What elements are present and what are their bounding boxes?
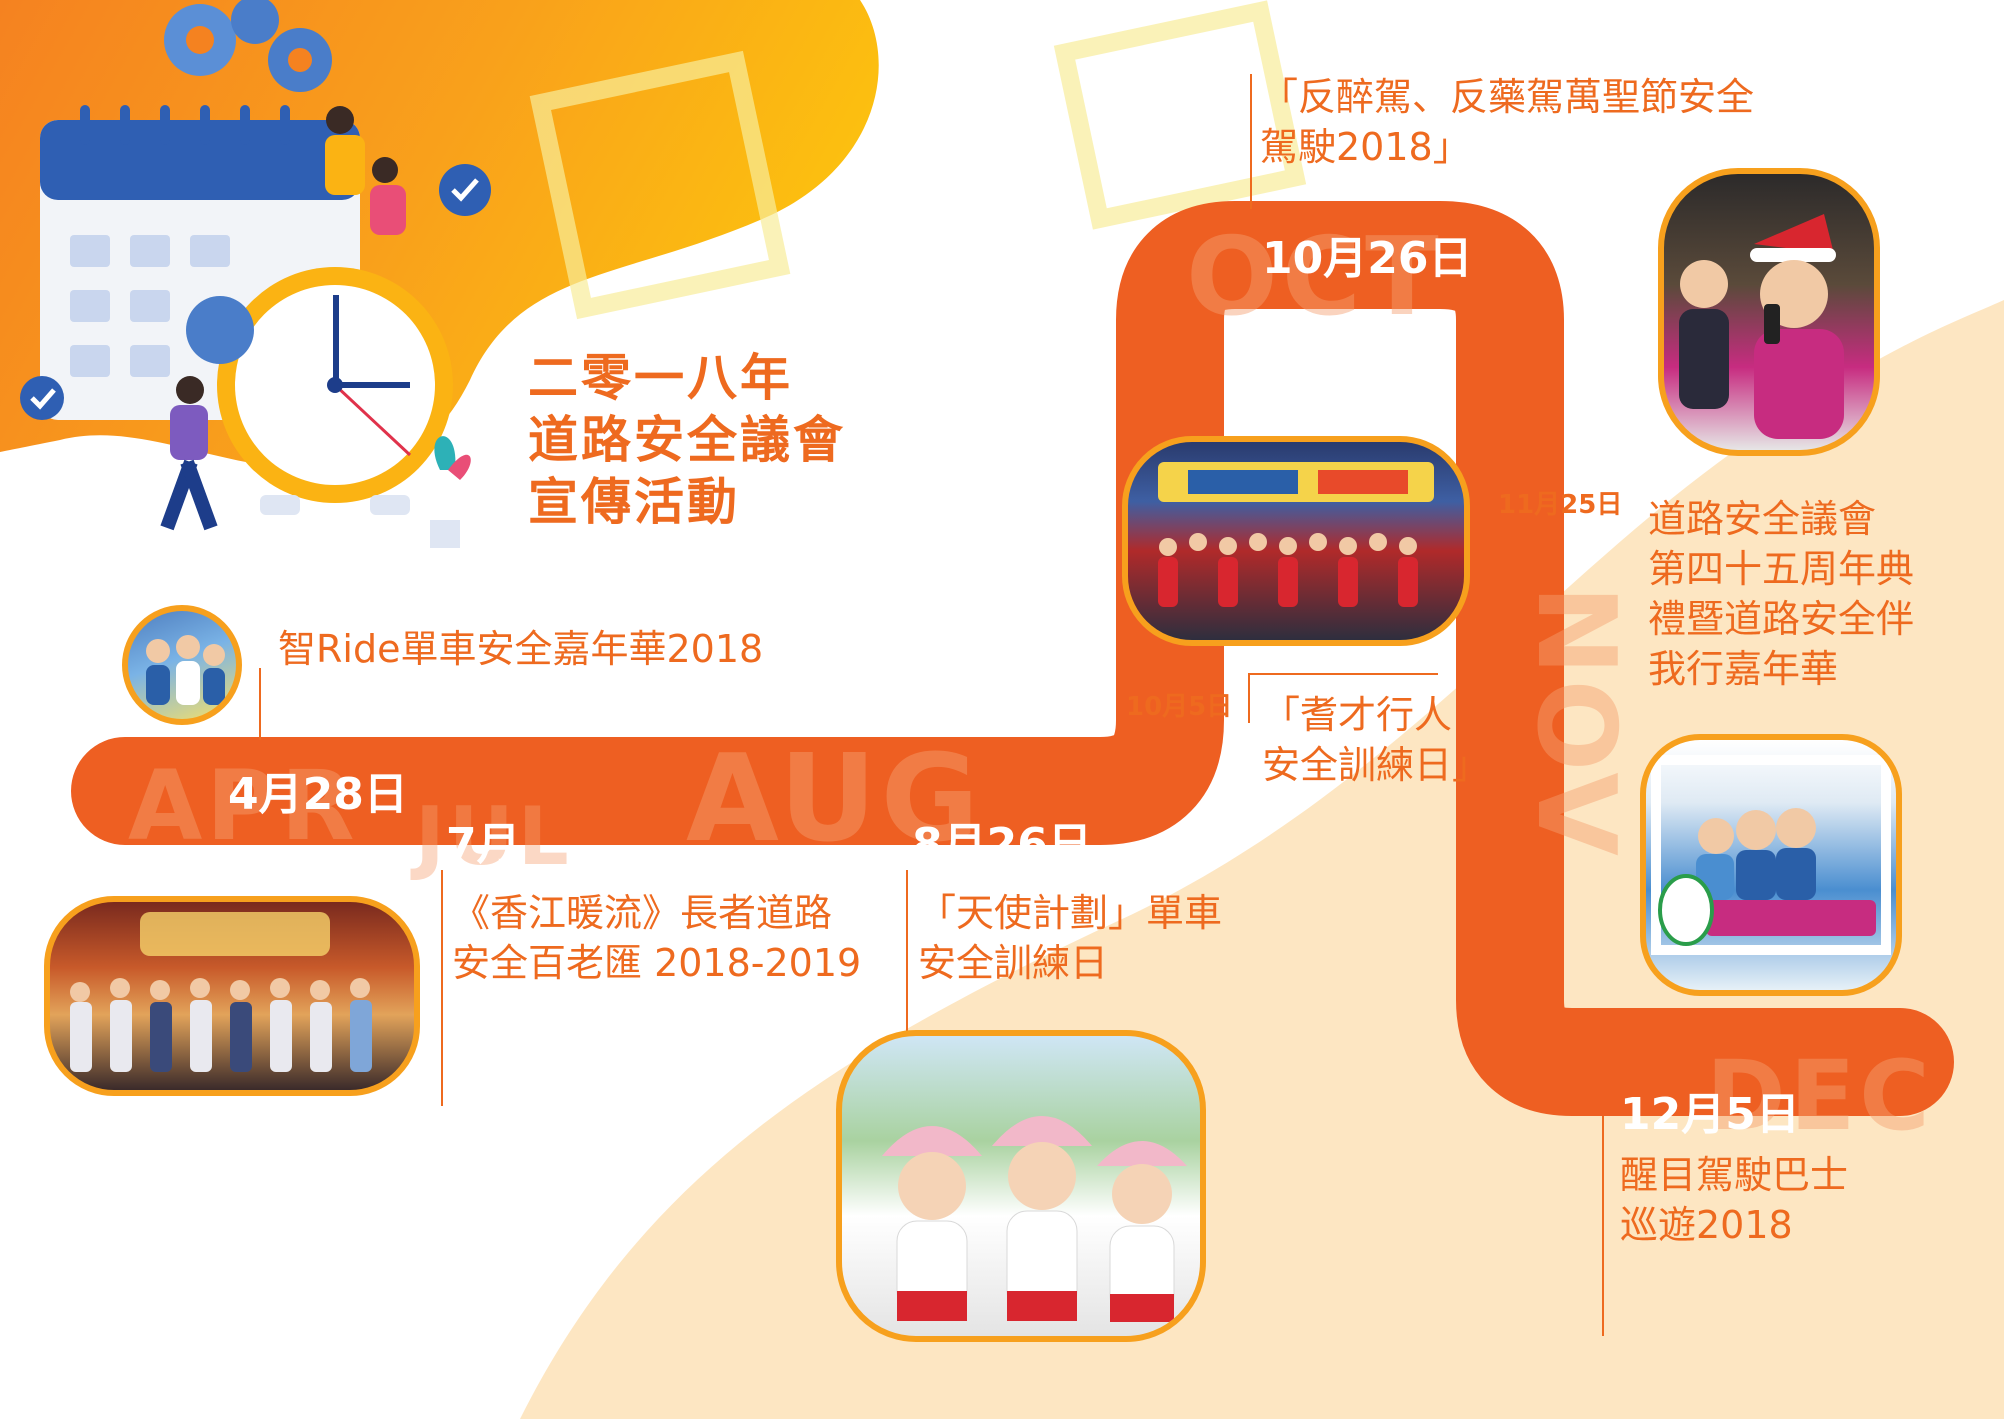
date-e3: 8月26日 [912, 819, 1092, 870]
event-text-e7-line-1: 醒目駕駛巴士 [1620, 1153, 1849, 1197]
event-text-e1: 智Ride單車安全嘉年華2018 [278, 624, 763, 674]
connector-e7 [1602, 1116, 1604, 1336]
event-text-e5: 「反醉駕、反藥駕萬聖節安全 駕駛2018」 [1260, 72, 1754, 172]
photo-e1 [122, 605, 242, 725]
event-text-e7: 醒目駕駛巴士 巡遊2018 [1620, 1150, 1848, 1250]
deco-square-2 [1053, 0, 1307, 230]
event-text-e3-line-1: 「天使計劃」單車 [918, 891, 1223, 935]
date-e5: 10月26日 [1262, 233, 1473, 284]
event-text-e2-line-2: 安全百老匯 2018-2019 [452, 941, 862, 985]
pedestrian-safety-stage-icon [1158, 462, 1434, 607]
children-helmets-icon [882, 1116, 1187, 1322]
event-text-e3-line-2: 安全訓練日 [918, 941, 1109, 985]
date-e7: 12月5日 [1620, 1089, 1800, 1140]
month-label-oct: OCT [1186, 215, 1443, 340]
event-text-e4-line-1: 「耆才行人 [1262, 693, 1453, 737]
stage-show-performers-icon [70, 912, 372, 1072]
event-text-e4: 「耆才行人 安全訓練日」 [1262, 690, 1490, 790]
date-e4: 10月5日 [1126, 692, 1233, 722]
connector-e3 [906, 870, 908, 1035]
connector-e1 [259, 668, 261, 740]
month-label-nov: NOV [1512, 585, 1638, 860]
photo-e6 [1640, 734, 1902, 996]
page-title-line-1: 二零一八年 [528, 349, 793, 407]
event-text-e6-line-4: 我行嘉年華 [1648, 647, 1839, 691]
date-e2: 7月 [446, 819, 521, 870]
event-text-e6-line-2: 第四十五周年典 [1648, 547, 1915, 591]
calendar-clock-people-illustration [20, 0, 491, 548]
connector-e4-v [1248, 673, 1250, 723]
event-text-e2-line-1: 《香江暖流》長者道路 [452, 891, 833, 935]
breathalyser-santa-hat-icon [1679, 214, 1844, 439]
page-title-line-2: 道路安全議會 [528, 411, 846, 469]
deco-square-1 [529, 50, 791, 320]
anniversary-photo-frame-icon [1651, 755, 1891, 955]
people-icon [146, 635, 225, 705]
event-text-e7-line-2: 巡遊2018 [1620, 1203, 1793, 1247]
connector-e4-h [1248, 673, 1438, 675]
event-text-e1-line-1: 智Ride單車安全嘉年華2018 [278, 627, 764, 671]
event-text-e4-line-2: 安全訓練日」 [1262, 743, 1491, 787]
photo-e3 [836, 1030, 1206, 1342]
event-text-e2: 《香江暖流》長者道路 安全百老匯 2018-2019 [452, 888, 861, 988]
connector-e5 [1250, 74, 1252, 209]
page-title-line-3: 宣傳活動 [528, 473, 740, 531]
photo-e5 [1658, 168, 1880, 456]
gear-icon [164, 0, 332, 92]
event-text-e5-line-2: 駕駛2018」 [1260, 125, 1471, 169]
event-text-e5-line-1: 「反醉駕、反藥駕萬聖節安全 [1260, 75, 1755, 119]
date-e1: 4月28日 [228, 769, 408, 820]
month-label-aug: AUG [686, 730, 984, 869]
event-text-e6: 道路安全議會 第四十五周年典 禮暨道路安全伴 我行嘉年華 [1648, 494, 1914, 694]
event-text-e3: 「天使計劃」單車 安全訓練日 [918, 888, 1222, 988]
photo-e2 [44, 896, 420, 1096]
photo-e4 [1122, 436, 1470, 646]
event-text-e6-line-3: 禮暨道路安全伴 [1648, 597, 1915, 641]
month-label-apr: APR [128, 750, 359, 862]
month-label-dec: DEC [1706, 1040, 1934, 1152]
connector-e2 [441, 870, 443, 1106]
event-text-e6-line-1: 道路安全議會 [1648, 497, 1877, 541]
date-e6: 11月25日 [1498, 490, 1623, 520]
month-label-jul: JUL [415, 790, 573, 883]
